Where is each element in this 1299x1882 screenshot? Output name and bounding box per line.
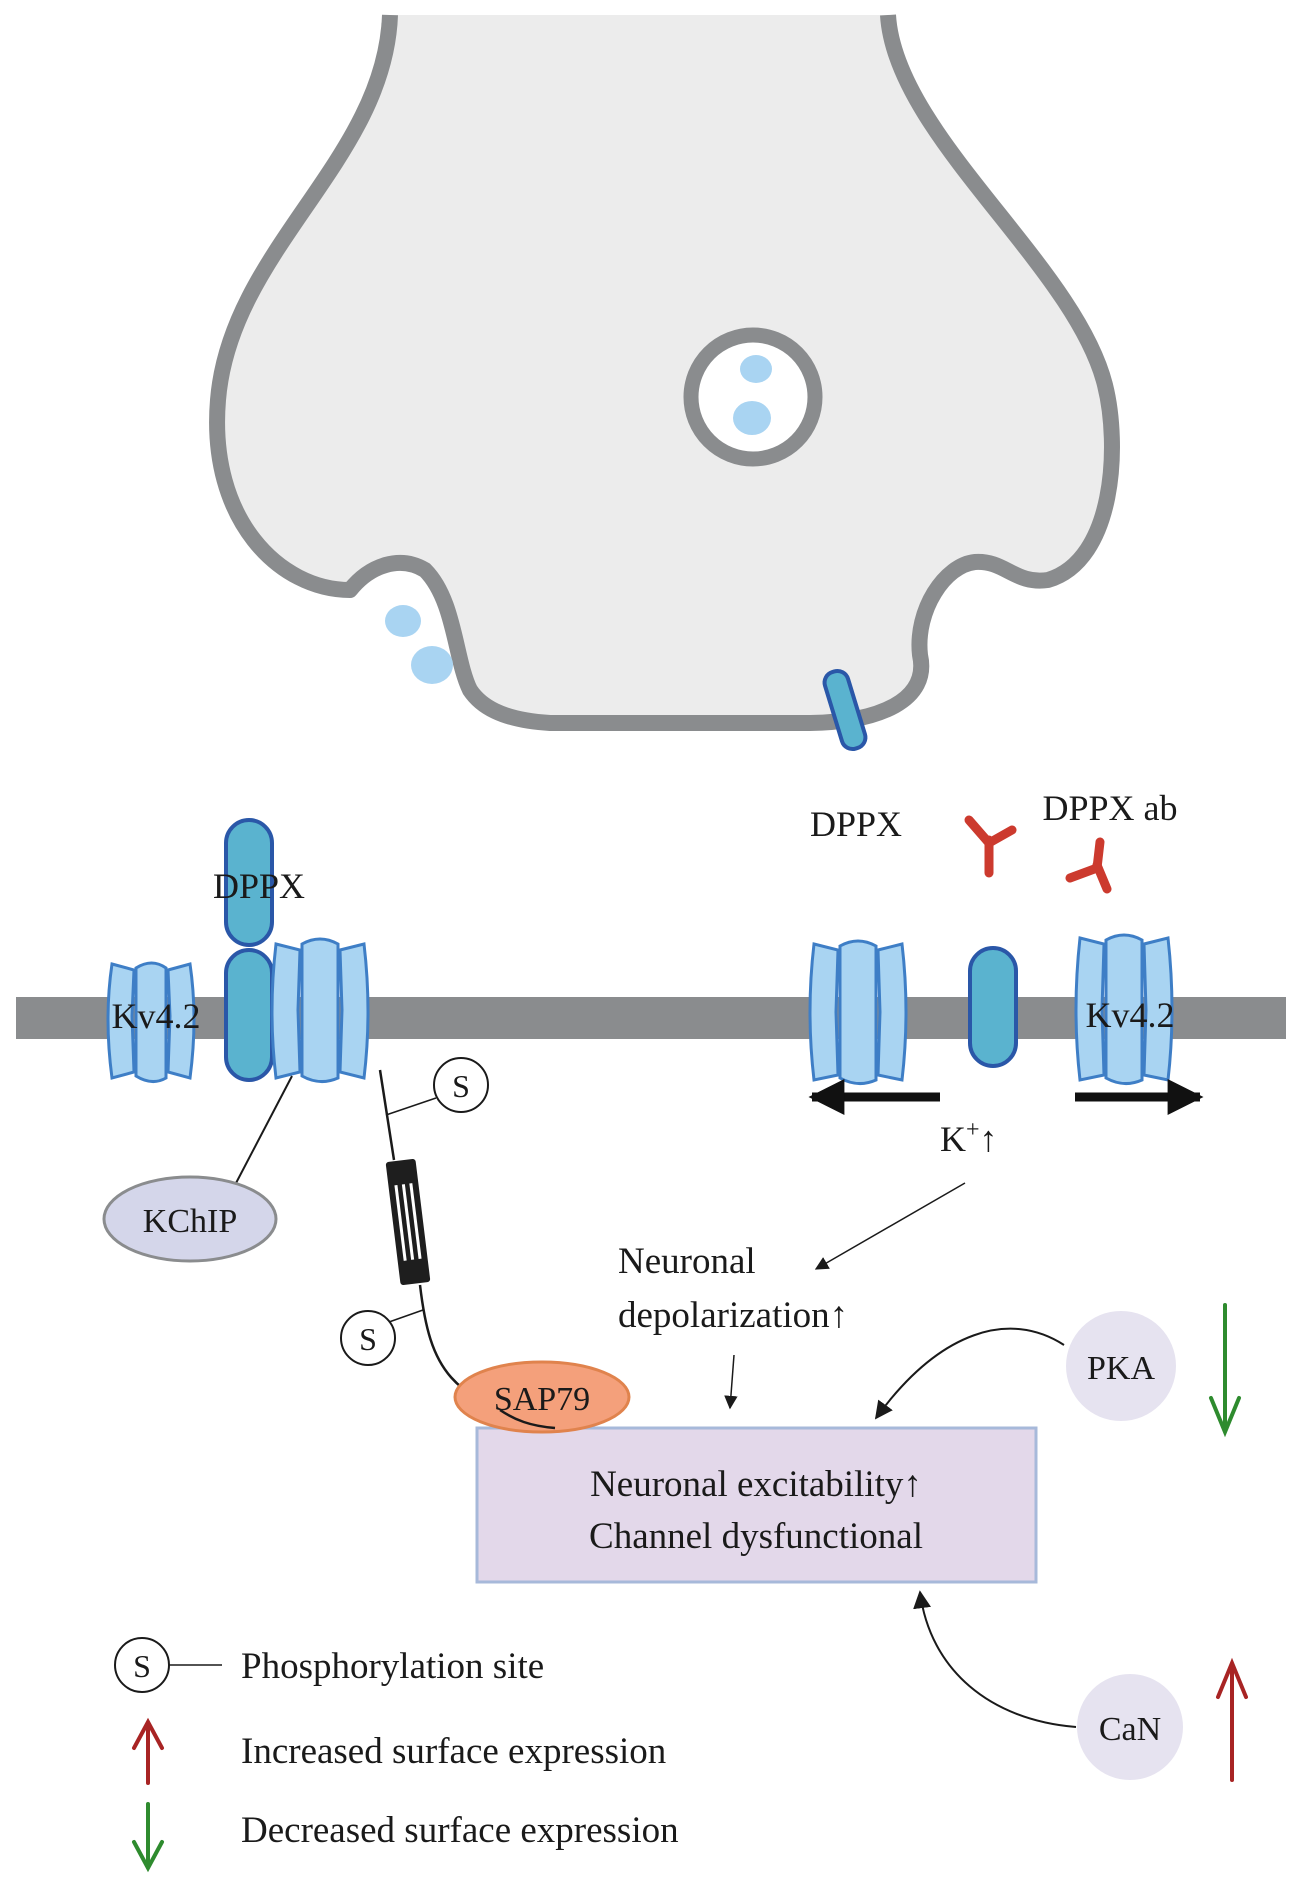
presynaptic-terminal: [209, 14, 1120, 731]
kchip-label: KChIP: [143, 1203, 237, 1240]
vesicle-content: [733, 401, 771, 435]
can-label: CaN: [1099, 1711, 1161, 1748]
outcome-line-1: Neuronal excitability↑: [590, 1464, 922, 1505]
legend-increase-arrow-icon: [132, 1717, 164, 1785]
kv42-channel-left-2: [270, 937, 370, 1083]
synaptic-vesicle: [683, 327, 823, 467]
presynaptic-dppx: [822, 668, 868, 752]
phospho-site-1-label: S: [452, 1068, 470, 1104]
legend-decreased-label: Decreased surface expression: [241, 1810, 679, 1851]
outcome-line-2: Channel dysfunctional: [589, 1516, 923, 1557]
vesicle-content: [740, 355, 772, 383]
depolarization-line-1: Neuronal: [618, 1241, 756, 1282]
kv42-channel-right-closed: [808, 939, 908, 1085]
dppx-antibody-1: [964, 815, 1017, 878]
legend-phospho-label: Phosphorylation site: [241, 1646, 544, 1687]
legend-increased-label: Increased surface expression: [241, 1731, 666, 1772]
k-ion-symbol: K: [940, 1119, 966, 1159]
pka-to-box-arrow: [874, 1327, 1065, 1420]
k-ion-label: K+↑: [940, 1117, 998, 1159]
phospho-tether-2: [388, 1309, 424, 1323]
kchip-protein: [102, 1175, 278, 1263]
depolarization-line-2: depolarization↑: [618, 1295, 848, 1336]
phospho-site-2-label: S: [359, 1321, 377, 1357]
pka-enzyme: [1066, 1311, 1176, 1421]
phospho-tether-1: [385, 1097, 437, 1116]
k-ion-charge: +: [966, 1117, 980, 1143]
phospho-site-1: [433, 1057, 489, 1113]
dppx-antibody-2: [1065, 837, 1112, 894]
legend-phospho-symbol: S: [133, 1648, 151, 1684]
can-to-box-arrow: [913, 1590, 1077, 1728]
kv42-channel-left: [106, 961, 196, 1083]
decrease-arrow-pka: [1209, 1303, 1241, 1438]
sap79-protein: [453, 1360, 631, 1434]
legend: S Phosphorylation site Increased surface…: [114, 1637, 679, 1873]
dppx-right-label: DPPX: [810, 804, 902, 844]
dppx-antibody-label: DPPX ab: [1042, 788, 1177, 828]
pka-label: PKA: [1087, 1350, 1155, 1387]
kv42-channel-right: [1074, 933, 1174, 1085]
phospho-site-2: [340, 1310, 396, 1366]
pdz-motif-stripes: [394, 1183, 422, 1261]
released-vesicle-content: [385, 605, 421, 637]
dppx-right-dissociated: [968, 946, 1018, 1068]
k-to-depolarization-arrow: [814, 1182, 966, 1270]
k-ion-increase: ↑: [980, 1119, 998, 1159]
kchip-connector: [234, 1075, 293, 1186]
sap79-label: SAP79: [494, 1381, 590, 1418]
dppx-left-complex: [224, 818, 274, 1082]
dppx-left-label: DPPX: [213, 866, 305, 906]
can-enzyme: [1077, 1674, 1183, 1780]
legend-decrease-arrow-icon: [132, 1802, 164, 1873]
depolarization-to-box-arrow: [724, 1354, 738, 1410]
released-vesicle-content: [411, 646, 453, 684]
sap79-tail-end: [499, 1408, 556, 1430]
kv42-right-label: Kv4.2: [1086, 995, 1175, 1035]
kv42-left-label: Kv4.2: [112, 996, 201, 1036]
increase-arrow-can: [1216, 1657, 1248, 1782]
outcome-box: [475, 1426, 1038, 1584]
